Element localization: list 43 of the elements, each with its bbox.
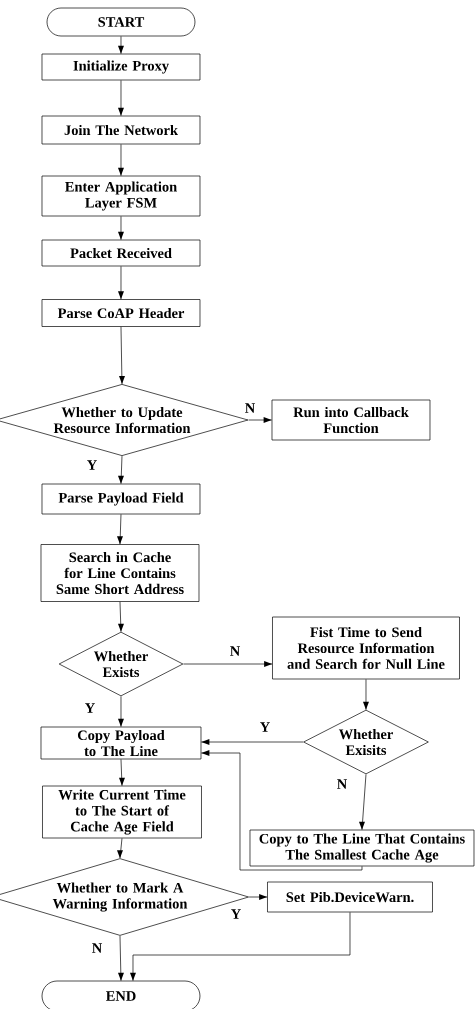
arrow — [118, 455, 124, 484]
arrow — [359, 774, 367, 830]
terminal-box: END — [41, 980, 201, 1009]
arrow — [248, 417, 272, 423]
process-box: Set Pib.DeviceWarn. — [267, 881, 433, 913]
arrow — [119, 759, 125, 786]
edge-label: N — [90, 942, 104, 954]
arrow — [183, 661, 273, 667]
process-box: Enter Application Layer FSM — [41, 175, 201, 217]
arrow — [118, 36, 124, 54]
edge-label: Y — [258, 721, 272, 733]
arrow — [130, 912, 351, 981]
process-box: Parse CoAP Header — [41, 299, 201, 327]
edge-label: Y — [83, 702, 97, 714]
arrow — [248, 894, 268, 900]
arrow — [363, 679, 369, 710]
process-box: Copy to The Line That Contains The Smallest Cache Age — [249, 829, 475, 867]
edge-label: Y — [229, 908, 243, 920]
process-box: Packet Received — [41, 239, 201, 267]
process-box: Copy Payload to The Line — [40, 726, 202, 760]
edge-label: Y — [85, 459, 99, 471]
arrow — [118, 80, 124, 116]
arrow — [118, 696, 124, 727]
process-box: Initialize Proxy — [41, 53, 201, 81]
edge-label: N — [228, 645, 242, 657]
arrow — [118, 144, 124, 176]
arrow — [118, 601, 124, 632]
arrow — [118, 266, 124, 300]
process-box: Search in Cache for Line Contains Same Short Address — [40, 544, 200, 602]
terminal-box: START — [46, 7, 196, 37]
process-box: Run into Callback Function — [271, 399, 431, 441]
arrow — [118, 216, 124, 240]
edge-label: N — [335, 778, 349, 790]
arrow — [201, 750, 363, 871]
arrow — [117, 514, 123, 545]
arrow — [117, 838, 123, 859]
process-box: Fist Time to Send Resource Information and Search for Null Line — [272, 616, 460, 680]
process-box: Write Current Time to The Start of Cache Age Field — [42, 785, 202, 839]
process-box: Parse Payload Field — [41, 483, 201, 515]
arrow — [118, 935, 124, 981]
arrow — [119, 326, 125, 385]
process-box: Join The Network — [41, 115, 201, 145]
arrow — [201, 739, 304, 745]
